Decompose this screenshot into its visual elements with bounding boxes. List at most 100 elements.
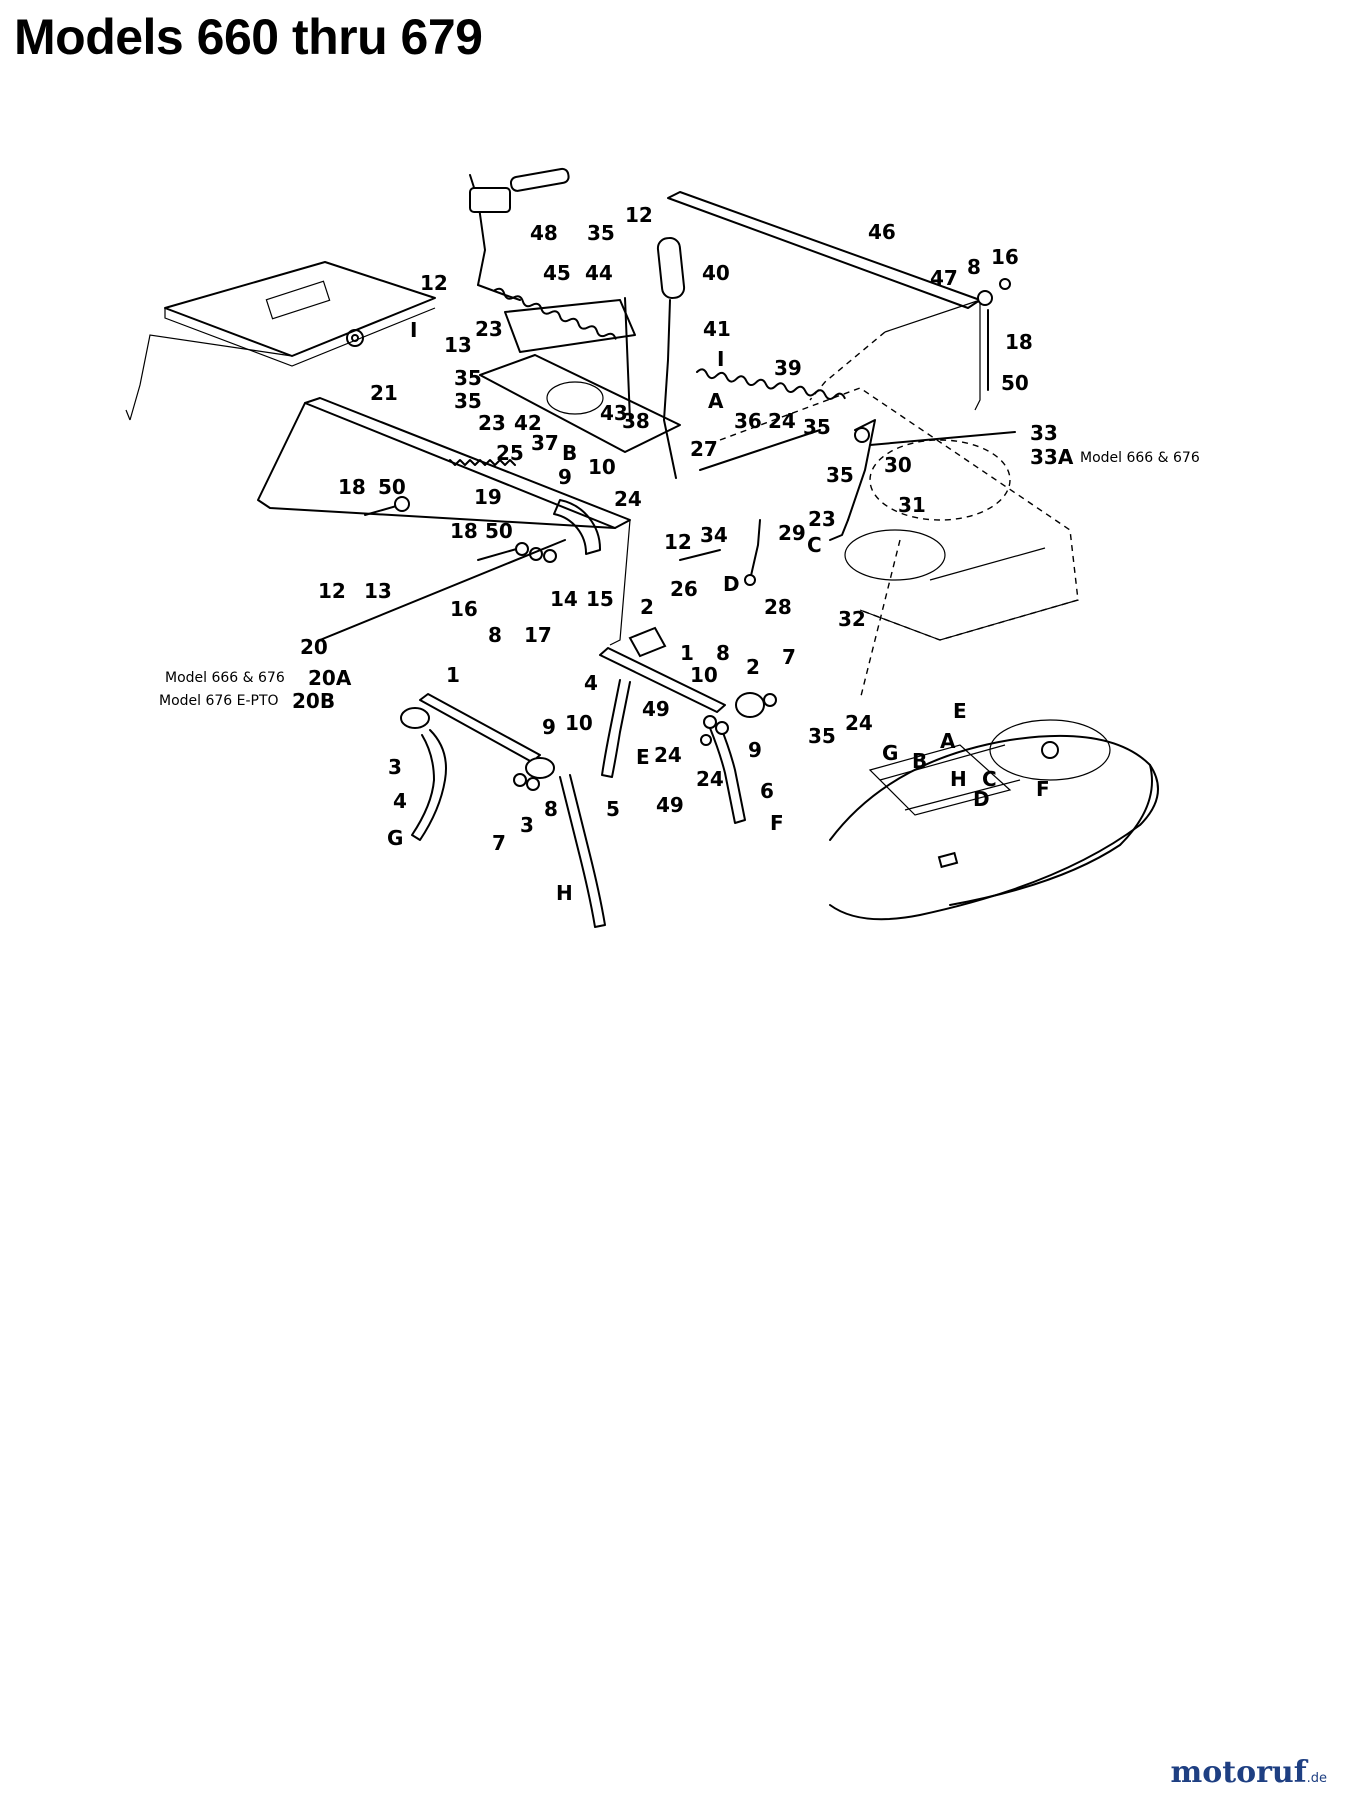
callout-37: 37 bbox=[531, 431, 559, 455]
callout-14: 14 bbox=[550, 587, 578, 611]
callout-35: 35 bbox=[454, 389, 482, 413]
callout-44: 44 bbox=[585, 261, 613, 285]
callout-12: 12 bbox=[318, 579, 346, 603]
callout-7: 7 bbox=[782, 645, 796, 669]
callout-43: 43 bbox=[600, 401, 628, 425]
callout-42: 42 bbox=[514, 411, 542, 435]
callout-16: 16 bbox=[991, 245, 1019, 269]
callout-13: 13 bbox=[364, 579, 392, 603]
note-20B: Model 676 E-PTO bbox=[159, 693, 279, 709]
callout-7: 7 bbox=[492, 831, 506, 855]
callout-35: 35 bbox=[826, 463, 854, 487]
callout-21: 21 bbox=[370, 381, 398, 405]
callout-C: C bbox=[982, 767, 997, 791]
callout-12: 12 bbox=[664, 530, 692, 554]
callout-I: I bbox=[717, 347, 724, 371]
frame-panel-part bbox=[125, 261, 436, 421]
callout-G: G bbox=[387, 826, 403, 850]
callout-28: 28 bbox=[764, 595, 792, 619]
callout-20B: 20B bbox=[292, 689, 335, 713]
callout-50: 50 bbox=[378, 475, 406, 499]
callout-2: 2 bbox=[746, 655, 760, 679]
callout-34: 34 bbox=[700, 523, 728, 547]
callout-10: 10 bbox=[565, 711, 593, 735]
callout-8: 8 bbox=[488, 623, 502, 647]
watermark-logo: motoruf.de bbox=[1170, 1755, 1327, 1790]
callout-33A: 33A bbox=[1030, 445, 1074, 469]
callout-48: 48 bbox=[530, 221, 558, 245]
callout-5: 5 bbox=[606, 797, 620, 821]
callout-8: 8 bbox=[544, 797, 558, 821]
callout-9: 9 bbox=[558, 465, 572, 489]
callout-49: 49 bbox=[656, 793, 684, 817]
rod-20-part bbox=[319, 539, 566, 641]
callout-29: 29 bbox=[778, 521, 806, 545]
callout-24: 24 bbox=[654, 743, 682, 767]
callout-2: 2 bbox=[640, 595, 654, 619]
callout-26: 26 bbox=[670, 577, 698, 601]
callout-47: 47 bbox=[930, 266, 958, 290]
steering-column-part bbox=[469, 167, 570, 301]
callout-1: 1 bbox=[680, 641, 694, 665]
arm-28-part bbox=[679, 519, 761, 586]
callout-H: H bbox=[950, 767, 967, 791]
callout-25: 25 bbox=[496, 441, 524, 465]
callout-10: 10 bbox=[690, 663, 718, 687]
callout-9: 9 bbox=[748, 738, 762, 762]
callout-18: 18 bbox=[450, 519, 478, 543]
callout-35: 35 bbox=[454, 366, 482, 390]
callout-50: 50 bbox=[485, 519, 513, 543]
callout-46: 46 bbox=[868, 220, 896, 244]
watermark-text: motoruf bbox=[1170, 1755, 1307, 1790]
callout-A: A bbox=[708, 389, 724, 413]
callout-18: 18 bbox=[338, 475, 366, 499]
lift-shaft-right-part bbox=[599, 626, 777, 824]
lift-bracket-part bbox=[479, 297, 681, 453]
bolts-18-50-part bbox=[364, 496, 557, 563]
callout-9: 9 bbox=[542, 715, 556, 739]
callout-23: 23 bbox=[808, 507, 836, 531]
callout-30: 30 bbox=[884, 453, 912, 477]
callout-35: 35 bbox=[808, 724, 836, 748]
callout-17: 17 bbox=[524, 623, 552, 647]
callouts: 12 35 48 45 44 40 46 16 47 8 18 50 12 23… bbox=[159, 203, 1200, 905]
note-33A: Model 666 & 676 bbox=[1080, 450, 1200, 466]
callout-18: 18 bbox=[1005, 330, 1033, 354]
callout-41: 41 bbox=[703, 317, 731, 341]
callout-F: F bbox=[1036, 777, 1050, 801]
callout-B: B bbox=[912, 749, 927, 773]
note-20A: Model 666 & 676 bbox=[165, 670, 285, 686]
callout-45: 45 bbox=[543, 261, 571, 285]
callout-10: 10 bbox=[588, 455, 616, 479]
callout-19: 19 bbox=[474, 485, 502, 509]
callout-35: 35 bbox=[587, 221, 615, 245]
callout-6: 6 bbox=[760, 779, 774, 803]
callout-8: 8 bbox=[716, 641, 730, 665]
callout-16: 16 bbox=[450, 597, 478, 621]
callout-23: 23 bbox=[475, 317, 503, 341]
callout-F: F bbox=[770, 811, 784, 835]
watermark-suffix: .de bbox=[1306, 1771, 1327, 1786]
callout-4: 4 bbox=[584, 671, 598, 695]
lift-spring-45-part bbox=[494, 287, 617, 340]
callout-E: E bbox=[636, 745, 650, 769]
callout-8: 8 bbox=[967, 255, 981, 279]
rear-bar-46-part bbox=[667, 191, 1011, 411]
callout-12: 12 bbox=[625, 203, 653, 227]
callout-27: 27 bbox=[690, 437, 718, 461]
callout-23: 23 bbox=[478, 411, 506, 435]
right-frame-panel-part bbox=[719, 387, 1079, 701]
page-title: Models 660 thru 679 bbox=[14, 9, 483, 65]
callout-36: 36 bbox=[734, 409, 762, 433]
callout-13: 13 bbox=[444, 333, 472, 357]
callout-D: D bbox=[723, 572, 740, 596]
callout-32: 32 bbox=[838, 607, 866, 631]
callout-33: 33 bbox=[1030, 421, 1058, 445]
callout-I: I bbox=[410, 318, 417, 342]
callout-D: D bbox=[973, 787, 990, 811]
callout-49: 49 bbox=[642, 697, 670, 721]
lift-lever-part bbox=[656, 237, 686, 479]
callout-C: C bbox=[807, 533, 822, 557]
callout-40: 40 bbox=[702, 261, 730, 285]
callout-50: 50 bbox=[1001, 371, 1029, 395]
